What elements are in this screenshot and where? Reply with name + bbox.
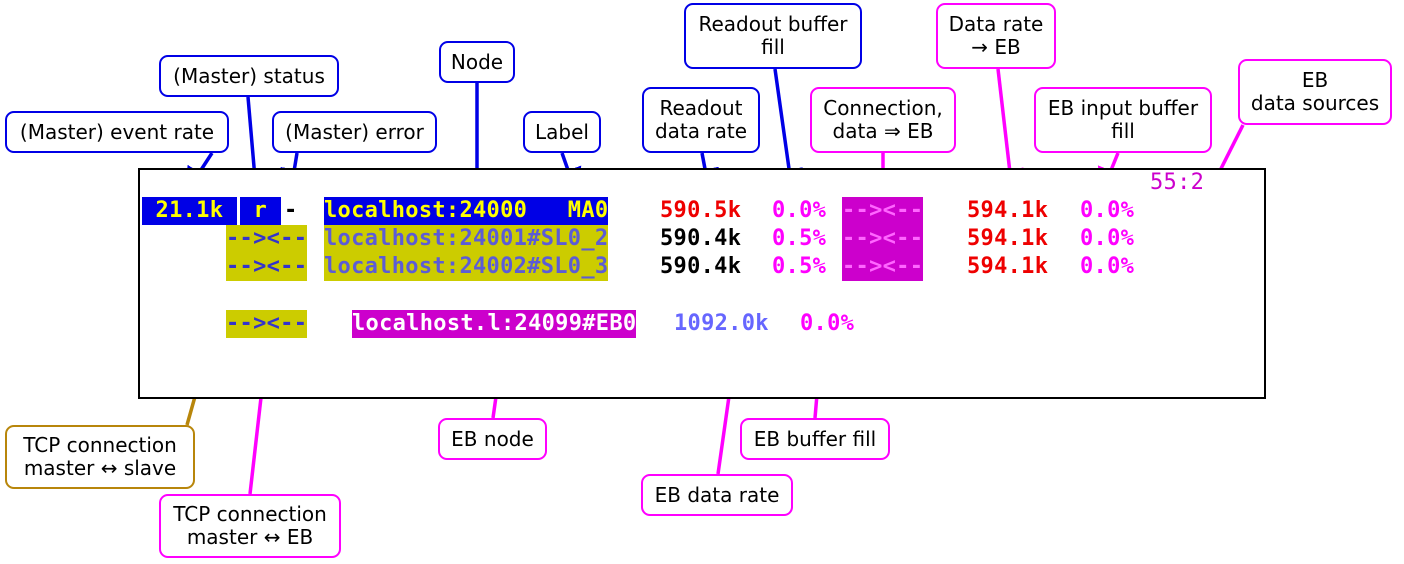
master-status: r xyxy=(240,197,281,225)
callout-master-event-rate: (Master) event rate xyxy=(5,111,229,153)
callout-connection-data-eb: Connection, data ⇒ EB xyxy=(810,87,956,153)
master-error: - xyxy=(284,198,298,223)
callout-tcp-master-eb: TCP connection master ↔ EB xyxy=(159,494,341,558)
connection-2: --><-- xyxy=(842,253,924,281)
readout-fill-1: 0.5% xyxy=(772,226,827,251)
tcp-eb: --><-- xyxy=(226,310,308,338)
eb-fill-1: 0.0% xyxy=(1080,226,1135,251)
callout-readout-buffer-fill: Readout buffer fill xyxy=(684,3,862,69)
master-node: localhost:24000 MA0 xyxy=(324,197,609,225)
connection-1: --><-- xyxy=(842,225,924,253)
tcp-slave-2: --><-- xyxy=(226,253,308,281)
tcp-slave-1: --><-- xyxy=(226,225,308,253)
callout-node: Node xyxy=(439,41,515,83)
callout-eb-data-rate: EB data rate xyxy=(641,474,793,516)
eb-fill-2: 0.0% xyxy=(1080,254,1135,279)
callout-label: Label xyxy=(523,111,601,153)
master-event-rate: 21.1k xyxy=(142,197,237,225)
callout-master-status: (Master) status xyxy=(159,55,339,97)
callout-eb-node: EB node xyxy=(438,418,547,460)
callout-eb-data-sources: EB data sources xyxy=(1238,59,1392,125)
callout-master-error: (Master) error xyxy=(272,111,437,153)
callout-eb-input-buffer-fill: EB input buffer fill xyxy=(1034,87,1212,153)
readout-rate-0: 590.5k xyxy=(660,198,742,223)
readout-rate-2: 590.4k xyxy=(660,254,742,279)
eb-rate-1: 594.1k xyxy=(967,226,1049,251)
eb-data-rate: 1092.0k xyxy=(674,311,769,336)
screen-counter: 55:2 xyxy=(1150,170,1205,195)
callout-tcp-master-slave: TCP connection master ↔ slave xyxy=(5,425,195,489)
slave-node-1: localhost:24001#SL0_2 xyxy=(324,225,609,253)
monitor-screen xyxy=(138,168,1266,399)
callout-data-rate-eb: Data rate → EB xyxy=(936,3,1056,69)
eb-node: localhost.l:24099#EB0 xyxy=(352,310,637,338)
eb-rate-2: 594.1k xyxy=(967,254,1049,279)
slave-node-2: localhost:24002#SL0_3 xyxy=(324,253,609,281)
readout-fill-2: 0.5% xyxy=(772,254,827,279)
eb-rate-0: 594.1k xyxy=(967,198,1049,223)
readout-fill-0: 0.0% xyxy=(772,198,827,223)
callout-readout-data-rate: Readout data rate xyxy=(642,87,760,153)
connection-0: --><-- xyxy=(842,197,924,225)
readout-rate-1: 590.4k xyxy=(660,226,742,251)
eb-fill-0: 0.0% xyxy=(1080,198,1135,223)
eb-buffer-fill: 0.0% xyxy=(800,311,855,336)
callout-eb-buffer-fill: EB buffer fill xyxy=(740,418,890,460)
